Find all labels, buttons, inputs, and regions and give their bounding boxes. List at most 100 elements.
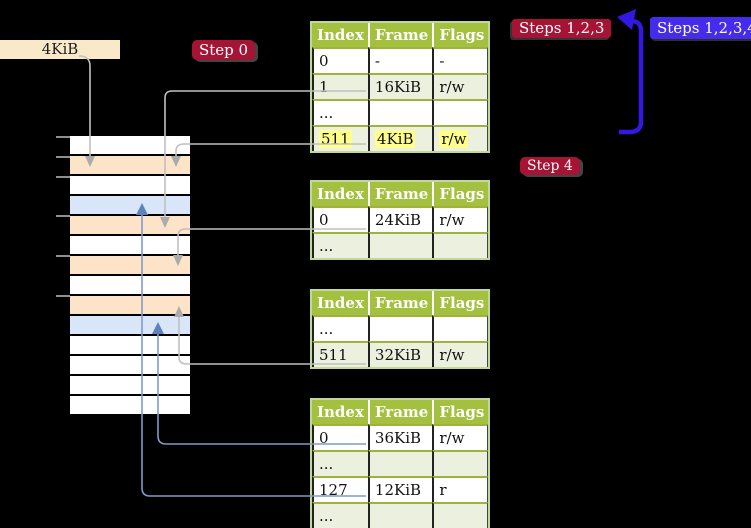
memory-tick	[56, 255, 70, 257]
table-row-ellipsis: ...	[312, 315, 489, 341]
memory-tick	[56, 156, 70, 158]
table-row: 0 36KiB r/w	[312, 424, 489, 450]
cell-index: 511	[312, 125, 368, 151]
highlight-flags: r/w	[439, 130, 469, 148]
col-header-flags: Flags	[432, 400, 489, 424]
cell-index: 0	[312, 47, 368, 73]
cell-frame: 32KiB	[367, 341, 433, 367]
big-steps-arrow	[617, 9, 644, 135]
memory-tick	[56, 295, 70, 297]
badge-steps-1234: Steps 1,2,3,4	[650, 17, 751, 39]
cell-index: ...	[312, 99, 368, 125]
table-header-row: Index Frame Flags	[312, 400, 489, 424]
cell-frame: 4KiB	[367, 125, 433, 151]
memory-frame-row-4	[70, 216, 190, 234]
table-header-row: Index Frame Flags	[312, 291, 489, 315]
table-row-ellipsis: ...	[312, 99, 489, 125]
page-table-1: Index Frame Flags 0 - - 1 16KiB r/w ... …	[310, 21, 491, 153]
highlight-frame: 4KiB	[374, 130, 416, 148]
memory-tick	[56, 215, 70, 217]
cell-index: 127	[312, 476, 368, 502]
cell-flags: r/w	[432, 341, 489, 367]
cell-frame	[367, 450, 433, 476]
cell-frame: 24KiB	[367, 206, 433, 232]
cell-frame	[367, 99, 433, 125]
cell-flags: -	[432, 47, 489, 73]
cell-index: ...	[312, 502, 368, 528]
table-row: 127 12KiB r	[312, 476, 489, 502]
cell-frame: -	[367, 47, 433, 73]
col-header-flags: Flags	[432, 291, 489, 315]
cell-index: 511	[312, 341, 368, 367]
table-row: 1 16KiB r/w	[312, 73, 489, 99]
memory-frame-row-3	[70, 196, 190, 214]
cell-flags: r/w	[432, 73, 489, 99]
cell-flags: r/w	[432, 125, 489, 151]
memory-frame-row-2	[70, 176, 190, 194]
table-row: 0 24KiB r/w	[312, 206, 489, 232]
badge-step-0: Step 0	[192, 40, 256, 60]
page-table-3: Index Frame Flags ... 511 32KiB r/w	[310, 289, 491, 369]
cell-flags	[432, 502, 489, 528]
cell-flags: r/w	[432, 206, 489, 232]
cell-index: ...	[312, 450, 368, 476]
col-header-index: Index	[312, 400, 368, 424]
memory-frame-row-10	[70, 336, 190, 354]
table-row-ellipsis: ...	[312, 232, 489, 258]
table-row: 511 32KiB r/w	[312, 341, 489, 367]
cell-frame	[367, 502, 433, 528]
col-header-frame: Frame	[367, 291, 433, 315]
table-header-row: Index Frame Flags	[312, 182, 489, 206]
memory-frame-row-11	[70, 356, 190, 374]
table-row-ellipsis: ...	[312, 502, 489, 528]
cell-index: ...	[312, 232, 368, 258]
col-header-index: Index	[312, 23, 368, 47]
badge-step-4: Step 4	[520, 157, 580, 175]
memory-frame-row-7	[70, 276, 190, 294]
memory-frame-row-13	[70, 396, 190, 414]
col-header-index: Index	[312, 182, 368, 206]
cell-flags	[432, 232, 489, 258]
col-header-flags: Flags	[432, 182, 489, 206]
memory-frame-row-9	[70, 316, 190, 334]
cell-flags	[432, 315, 489, 341]
cell-frame	[367, 315, 433, 341]
cell-index: ...	[312, 315, 368, 341]
table-row: 0 - -	[312, 47, 489, 73]
memory-frame-row-1	[70, 156, 190, 174]
col-header-frame: Frame	[367, 182, 433, 206]
memory-tick	[56, 176, 70, 178]
table-row-ellipsis: ...	[312, 450, 489, 476]
memory-frame-row-12	[70, 376, 190, 394]
badge-steps-123: Steps 1,2,3	[512, 19, 612, 38]
cell-index: 0	[312, 206, 368, 232]
table-row-highlighted: 511 4KiB r/w	[312, 125, 489, 151]
big-steps-arrow-shaft	[619, 18, 644, 135]
big-steps-arrowhead-icon	[617, 9, 636, 30]
cell-flags	[432, 99, 489, 125]
cell-frame	[367, 232, 433, 258]
cell-flags	[432, 450, 489, 476]
cell-frame: 12KiB	[367, 476, 433, 502]
cell-frame: 16KiB	[367, 73, 433, 99]
col-header-index: Index	[312, 291, 368, 315]
memory-tick	[56, 136, 70, 138]
table-header-row: Index Frame Flags	[312, 23, 489, 47]
memory-frame-row-8	[70, 296, 190, 314]
col-header-flags: Flags	[432, 23, 489, 47]
highlight-index: 511	[319, 130, 352, 148]
physical-memory-strip	[70, 136, 190, 416]
col-header-frame: Frame	[367, 23, 433, 47]
frame-size-label: 4KiB	[41, 40, 79, 58]
memory-frame-row-5	[70, 236, 190, 254]
cell-index: 0	[312, 424, 368, 450]
cell-flags: r/w	[432, 424, 489, 450]
memory-frame-row-0	[70, 136, 190, 154]
cell-flags: r	[432, 476, 489, 502]
memory-frame-row-6	[70, 256, 190, 274]
cell-frame: 36KiB	[367, 424, 433, 450]
frame-size-label-box: 4KiB	[0, 40, 120, 59]
page-table-2: Index Frame Flags 0 24KiB r/w ...	[310, 180, 491, 260]
col-header-frame: Frame	[367, 400, 433, 424]
